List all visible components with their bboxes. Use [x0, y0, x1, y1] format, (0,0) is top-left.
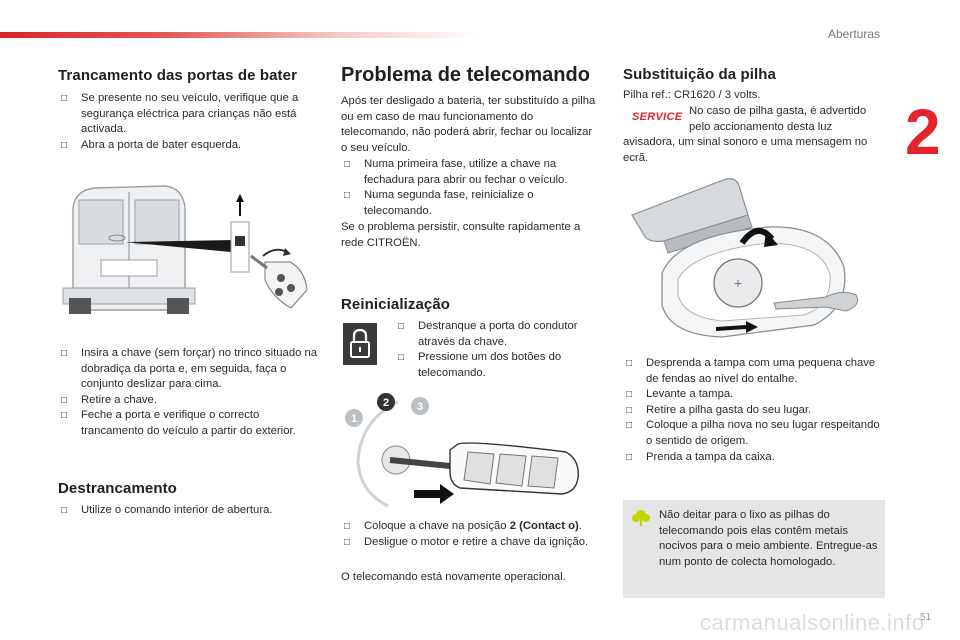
step-label: 3 — [417, 401, 423, 413]
list-substituicao: □Desprenda a tampa com uma pequena chave… — [623, 356, 885, 465]
step-label: 1 — [351, 413, 357, 425]
list-trancamento-2: □Insira a chave (sem forçar) no trinco s… — [58, 346, 320, 440]
list-item: □Desprenda a tampa com uma pequena chave… — [626, 357, 876, 385]
list-item: □Desligue o motor e retire a chave da ig… — [341, 535, 603, 551]
list-reinicializacao: □Destranque a porta do condutor através … — [395, 319, 600, 381]
step-label: 2 — [383, 397, 389, 409]
bullet-square-icon: □ — [61, 139, 68, 151]
list-item: □Numa segunda fase, reinicialize o telec… — [344, 189, 534, 217]
service-text-a: No caso de pilha gasta, é advertido pelo… — [689, 105, 867, 133]
leaf-icon — [632, 510, 650, 526]
bullet-square-icon: □ — [398, 321, 405, 332]
bullet-square-icon: □ — [61, 394, 68, 406]
operational-text: O telecomando está novamente operacional… — [341, 571, 566, 583]
bullet-square-icon: □ — [626, 358, 633, 369]
bullet-square-icon: □ — [344, 159, 351, 170]
list-item: □Numa primeira fase, utilize a chave na … — [344, 158, 568, 186]
page-number: 51 — [920, 612, 932, 623]
list-item: □Insira a chave (sem forçar) no trinco s… — [61, 347, 318, 391]
bullet-square-icon: □ — [626, 389, 633, 401]
bullet-square-icon: □ — [61, 410, 68, 422]
bullet-square-icon: □ — [626, 404, 633, 416]
key-fob-battery-illustration: + — [631, 178, 859, 338]
list-item: □Pressione um dos botões do telecomando. — [398, 351, 562, 379]
bullet-square-icon: □ — [344, 536, 351, 548]
svg-text:+: + — [734, 275, 742, 291]
bullet-square-icon: □ — [61, 93, 68, 104]
list-item: □Utilize o comando interior de abertura. — [58, 503, 320, 519]
bullet-square-icon: □ — [626, 420, 633, 432]
lock-icon — [350, 328, 370, 358]
note-text: Não deitar para o lixo as pilhas do tele… — [659, 509, 878, 568]
outro-text: Se o problema persistir, consulte rapida… — [341, 221, 581, 249]
bullet-square-icon: □ — [626, 451, 633, 463]
heading-problema: Problema de telecomando — [341, 64, 590, 86]
environment-note: Não deitar para o lixo as pilhas do tele… — [623, 500, 885, 598]
ignition-key-illustration: 1 2 3 — [345, 393, 579, 508]
intro-text: Após ter desligado a bateria, ter substi… — [341, 95, 596, 154]
list-item: □Destranque a porta do condutor através … — [398, 320, 578, 348]
service-text-b: avisadora, um sinal sonoro e uma mensage… — [623, 136, 868, 164]
list-item: □Coloque a chave na posição 2 (Contact o… — [341, 519, 603, 535]
list-ignicao: □Coloque a chave na posição 2 (Contact o… — [341, 519, 603, 550]
bullet-square-icon: □ — [61, 505, 68, 516]
heading-destrancamento: Destrancamento — [58, 480, 177, 497]
list-item: □Coloque a pilha nova no seu lugar respe… — [626, 419, 880, 447]
list-destrancamento: □Utilize o comando interior de abertura. — [58, 503, 320, 519]
bullet-square-icon: □ — [398, 352, 405, 364]
van-rear-door-illustration — [62, 185, 308, 314]
list-item: □Retire a pilha gasta do seu lugar. — [623, 403, 885, 419]
service-warning-icon: SERVICE — [632, 111, 683, 123]
heading-reinicializacao: Reinicialização — [341, 296, 451, 313]
list-problema: □Numa primeira fase, utilize a chave na … — [341, 157, 599, 219]
bullet-square-icon: □ — [61, 348, 68, 359]
list-item: □Abra a porta de bater esquerda. — [58, 138, 320, 154]
list-item: □Feche a porta e verifique o correcto tr… — [61, 409, 296, 437]
footer-watermark: carmanualsonline.info — [700, 610, 925, 635]
list-item: □Prenda a tampa da caixa. — [623, 450, 885, 466]
bullet-square-icon: □ — [344, 190, 351, 202]
battery-ref: Pilha ref.: CR1620 / 3 volts. — [623, 89, 761, 101]
heading-substituicao: Substituição da pilha — [623, 66, 776, 83]
header-accent-bar — [0, 32, 480, 38]
lock-box — [343, 323, 377, 365]
list-item: □Levante a tampa. — [623, 387, 885, 403]
list-item: □Se presente no seu veículo, verifique q… — [61, 92, 299, 136]
chapter-number: 2 — [905, 96, 941, 168]
section-title: Aberturas — [828, 27, 881, 41]
list-item: □Retire a chave. — [58, 393, 320, 409]
heading-trancamento: Trancamento das portas de bater — [58, 67, 298, 84]
list-trancamento-1: □Se presente no seu veículo, verifique q… — [58, 91, 320, 153]
bullet-square-icon: □ — [344, 521, 351, 532]
